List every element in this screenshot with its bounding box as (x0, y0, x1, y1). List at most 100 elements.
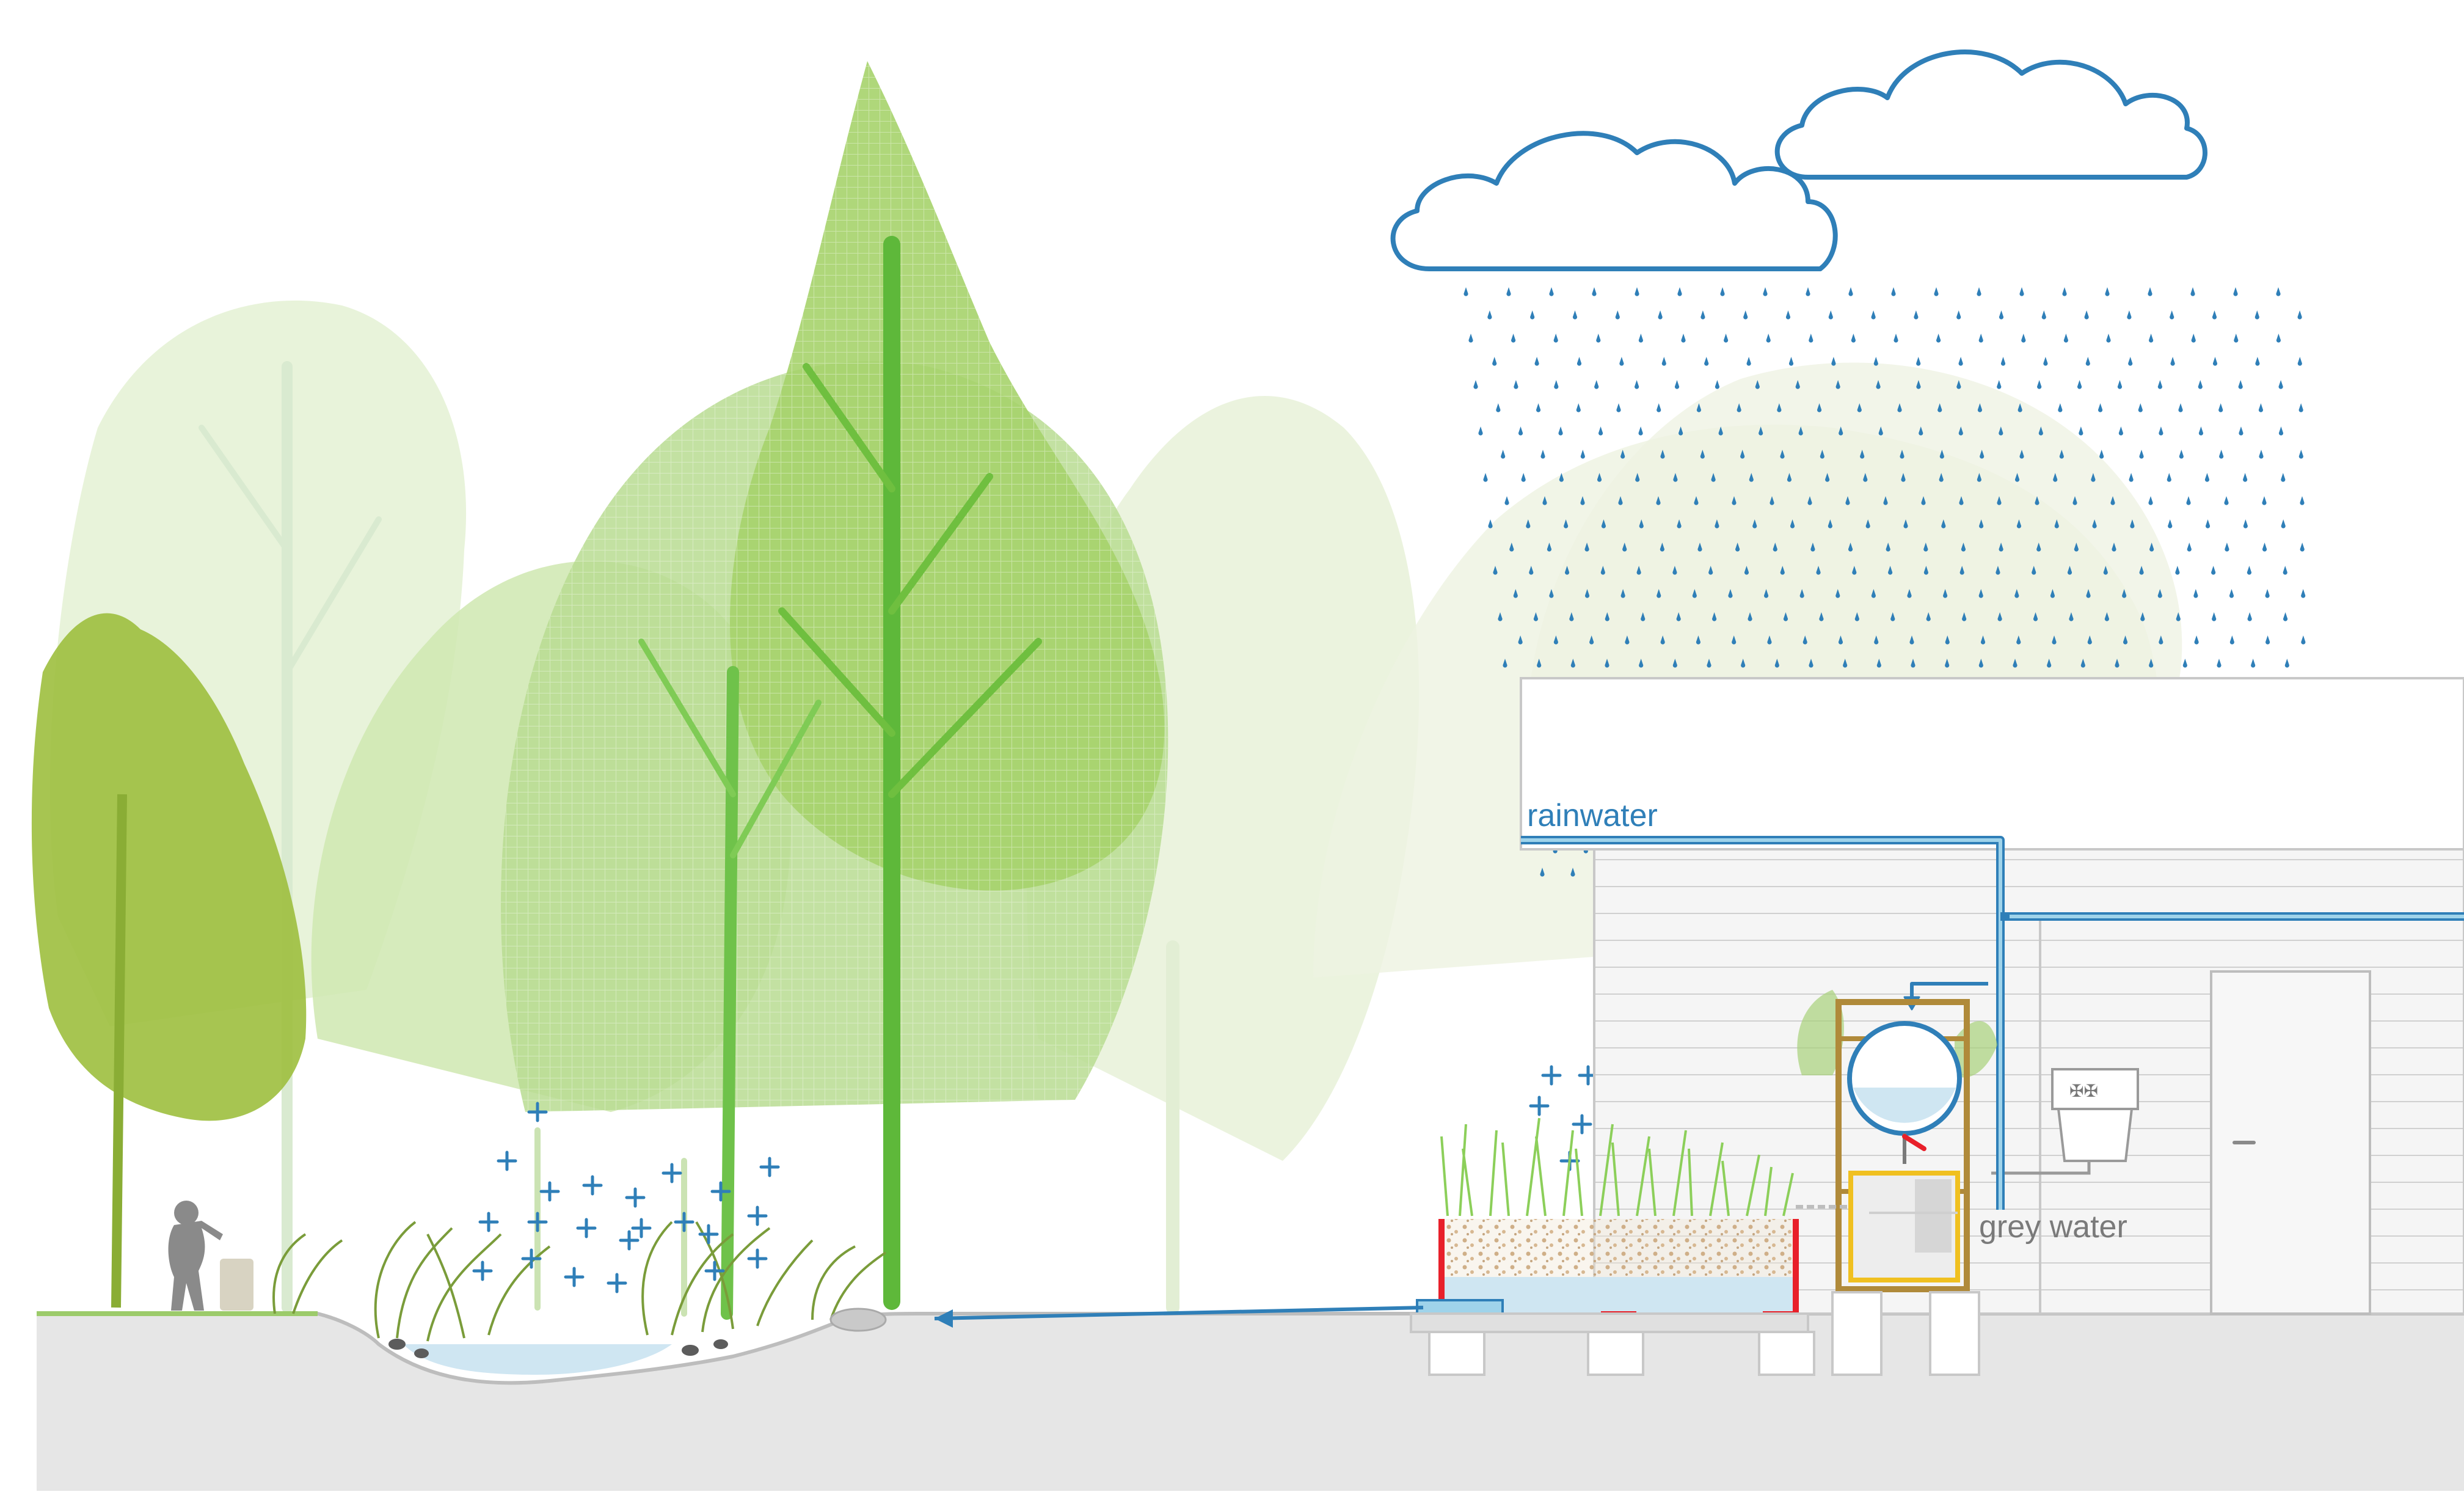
raindrop (1616, 403, 1621, 412)
raindrop (1941, 519, 1946, 529)
raindrop (1554, 380, 1559, 389)
raindrop (1873, 357, 1878, 366)
raindrop (1759, 426, 1763, 436)
plus-sign (631, 1218, 652, 1238)
raindrop (1916, 357, 1921, 366)
raindrop (2129, 473, 2134, 482)
raindrop (1584, 589, 1590, 598)
plus-sign (478, 1212, 499, 1232)
raindrop (1831, 357, 1836, 366)
raindrop (1914, 310, 1919, 320)
raindrop (1740, 450, 1745, 459)
raindrop (1999, 310, 2004, 320)
plus-sign (582, 1175, 603, 1196)
raindrop (1817, 403, 1822, 412)
raindrop (1549, 589, 1554, 598)
raindrop (1597, 473, 1602, 482)
raindrop (2036, 543, 2041, 552)
raindrop (2276, 334, 2281, 343)
raindrop (2014, 589, 2019, 598)
raindrop (1542, 496, 1547, 505)
plus-sign (527, 1102, 548, 1122)
raindrop (1596, 334, 1601, 343)
raindrop (1961, 543, 1966, 552)
pond (403, 1344, 672, 1375)
raindrop (1718, 426, 1723, 436)
raindrop (2186, 496, 2191, 505)
raindrop (2255, 357, 2260, 366)
raindrop (2229, 589, 2234, 598)
raindrop (1755, 380, 1760, 389)
raindrop (1622, 543, 1627, 552)
raindrop (1737, 403, 1741, 412)
raindrop (2247, 566, 2252, 575)
raindrop (1798, 426, 1803, 436)
raindrop (2176, 612, 2181, 621)
raindrop (1845, 496, 1850, 505)
raindrop (2301, 589, 2306, 598)
raindrop (1835, 380, 1840, 389)
raindrop (2233, 287, 2238, 296)
raindrop (1795, 380, 1800, 389)
raindrop (1639, 659, 1644, 668)
raindrop (2224, 496, 2229, 505)
raindrop (1492, 357, 1497, 366)
plus-sign (497, 1151, 517, 1171)
raindrop (2138, 403, 2143, 412)
raindrop (1594, 380, 1599, 389)
raindrop (2243, 473, 2248, 482)
raindrop (1838, 635, 1843, 645)
raindrop (1916, 380, 1921, 389)
raindrop (1901, 473, 1906, 482)
raindrop (2191, 334, 2196, 343)
raindrop (1677, 287, 1682, 296)
plus-sign (1529, 1096, 1550, 1116)
raindrop (2298, 450, 2303, 459)
raindrop (1897, 403, 1902, 412)
raindrop (2297, 310, 2302, 320)
raindrop (1997, 612, 2002, 621)
raindrop (1959, 566, 1964, 575)
raindrop (2281, 473, 2286, 482)
raindrop (1530, 310, 1535, 320)
raindrop (1894, 334, 1898, 343)
raindrop (1478, 426, 1483, 436)
raindrop (2178, 403, 2183, 412)
plus-sign (704, 1260, 725, 1281)
raindrop (2182, 659, 2187, 668)
raindrop (2062, 287, 2067, 296)
raindrop (2218, 403, 2223, 412)
raindrop (2159, 426, 2163, 436)
raindrop (1787, 473, 1792, 482)
raindrop (1878, 426, 1883, 436)
raindrop (2259, 450, 2264, 459)
raindrop (1661, 357, 1666, 366)
raindrop (2219, 450, 2224, 459)
raindrop (2301, 635, 2306, 645)
svg-text:✠✠: ✠✠ (2069, 1081, 2098, 1100)
outflow-arrow (934, 1306, 1424, 1328)
raindrop (1807, 496, 1812, 505)
raindrop (2098, 403, 2103, 412)
raindrop (2281, 519, 2286, 529)
foundation-blocks (1410, 1291, 1980, 1376)
raindrop (2212, 612, 2217, 621)
raindrop (1883, 496, 1888, 505)
raindrop (1501, 450, 1506, 459)
raindrop (1871, 589, 1876, 598)
raindrop (2013, 659, 2017, 668)
plus-sign (527, 1212, 548, 1232)
raindrop (2149, 543, 2154, 552)
raindrop (1511, 334, 1516, 343)
raindrop (1876, 659, 1881, 668)
raindrop (1724, 334, 1729, 343)
raindrop (1977, 473, 1981, 482)
raindrop (1696, 635, 1701, 645)
raindrop (1635, 287, 1639, 296)
raindrop (1496, 403, 1501, 412)
plus-sign (747, 1205, 768, 1226)
raindrop (1748, 612, 1752, 621)
raindrop (2278, 426, 2284, 436)
raindrop (1636, 566, 1641, 575)
